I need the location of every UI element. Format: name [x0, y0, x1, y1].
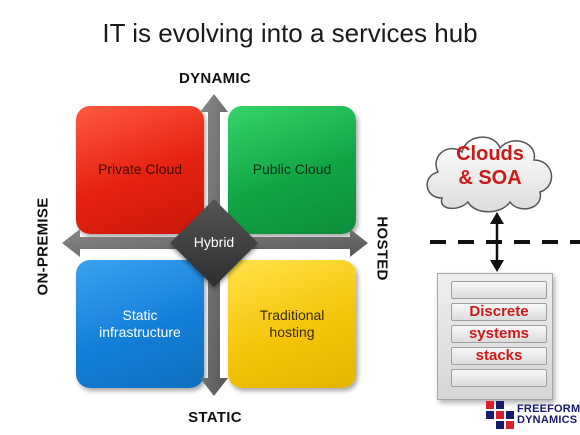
quadrant-traditional-hosting: Traditional hosting: [228, 260, 356, 388]
quadrant-static-infrastructure: Static infrastructure: [76, 260, 204, 388]
stack-row: stacks: [451, 347, 547, 365]
axis-label-dynamic: DYNAMIC: [178, 70, 252, 87]
logo-text: FREEFORM DYNAMICS: [517, 404, 580, 426]
quadrant-public-cloud: Public Cloud: [228, 106, 356, 234]
axis-label-static: STATIC: [188, 409, 242, 426]
logo-text-line2: DYNAMICS: [517, 414, 578, 426]
quadrant-private-cloud: Private Cloud: [76, 106, 204, 234]
hybrid-label: Hybrid: [193, 234, 235, 250]
stack-row: systems: [451, 325, 547, 343]
cloud-label-line1: Clouds: [456, 143, 524, 165]
stack-row: [451, 369, 547, 387]
stack-row: Discrete: [451, 303, 547, 321]
cloud-label: Clouds & SOA: [430, 142, 550, 190]
logo-text-line1: FREEFORM: [517, 403, 580, 415]
freeform-dynamics-logo: FREEFORM DYNAMICS: [486, 401, 580, 429]
cloud-shape: [426, 136, 553, 213]
cloud-label-line2: & SOA: [458, 167, 522, 189]
quadrant-static-infrastructure-label: Static infrastructure: [99, 306, 181, 341]
slide-title: IT is evolving into a services hub: [102, 18, 478, 48]
quadrant-public-cloud-label: Public Cloud: [252, 161, 332, 178]
logo-mark-icon: [486, 401, 514, 429]
stack-row: [451, 281, 547, 299]
quadrant-private-cloud-label: Private Cloud: [97, 161, 183, 178]
quadrant-traditional-hosting-label: Traditional hosting: [259, 306, 325, 341]
